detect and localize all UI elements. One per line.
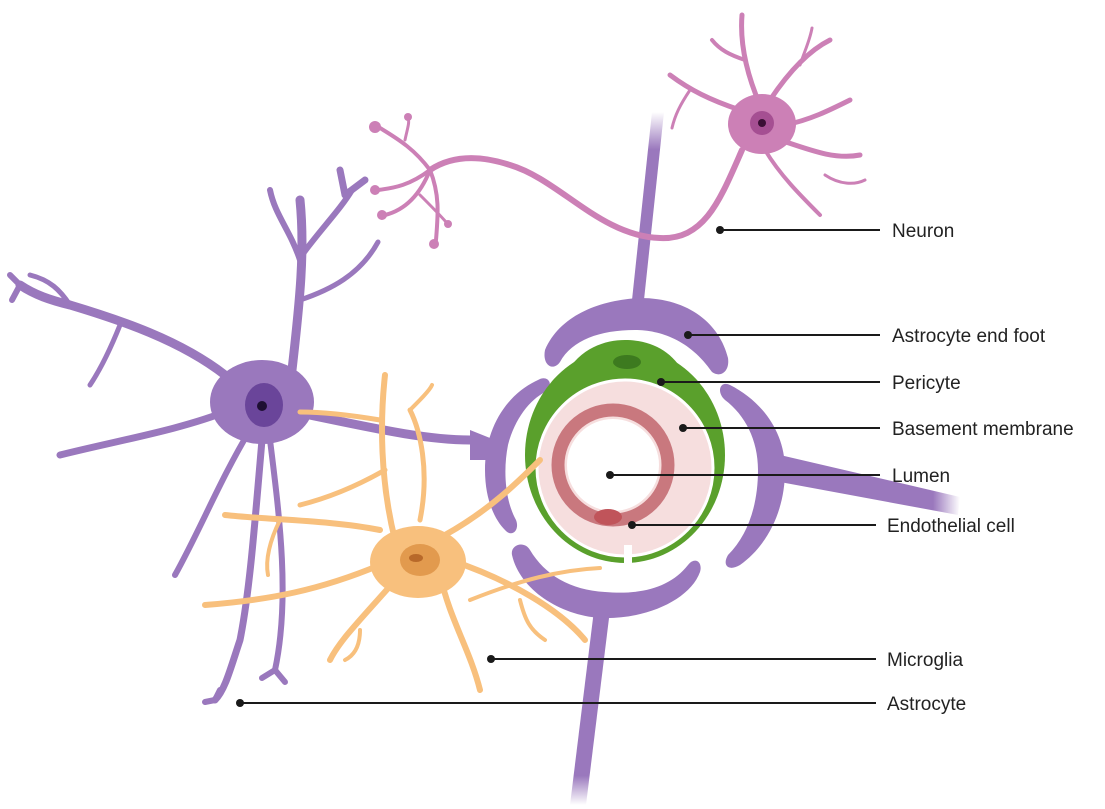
leader-dot-basement-membrane [679,424,687,432]
labels: Neuron Astrocyte end foot Pericyte Basem… [887,221,1074,715]
leader-dot-endothelial-cell [628,521,636,529]
microglia-nucleolus [409,554,423,562]
leader-dot-microglia [487,655,495,663]
label-pericyte: Pericyte [892,373,961,394]
pericyte-gap [624,545,632,565]
label-astrocyte-end-foot: Astrocyte end foot [892,326,1046,347]
astrocyte-nucleolus [257,401,267,411]
endothelial-nucleus [594,509,622,525]
neuron-nucleolus [758,119,766,127]
lumen [567,419,659,511]
leader-dot-pericyte [657,378,665,386]
label-endothelial-cell: Endothelial cell [887,516,1015,537]
astrocyte-process-top [632,112,664,300]
label-astrocyte: Astrocyte [887,694,966,715]
leader-dot-neuron [716,226,724,234]
pericyte-nucleus [613,355,641,369]
leader-dot-lumen [606,471,614,479]
label-microglia: Microglia [887,650,963,671]
astrocyte-process-bottom [570,610,610,805]
leader-dot-astrocyte [236,699,244,707]
label-neuron: Neuron [892,221,954,242]
label-basement-membrane: Basement membrane [892,419,1074,440]
label-lumen: Lumen [892,466,950,487]
leader-dot-astrocyte-end-foot [684,331,692,339]
